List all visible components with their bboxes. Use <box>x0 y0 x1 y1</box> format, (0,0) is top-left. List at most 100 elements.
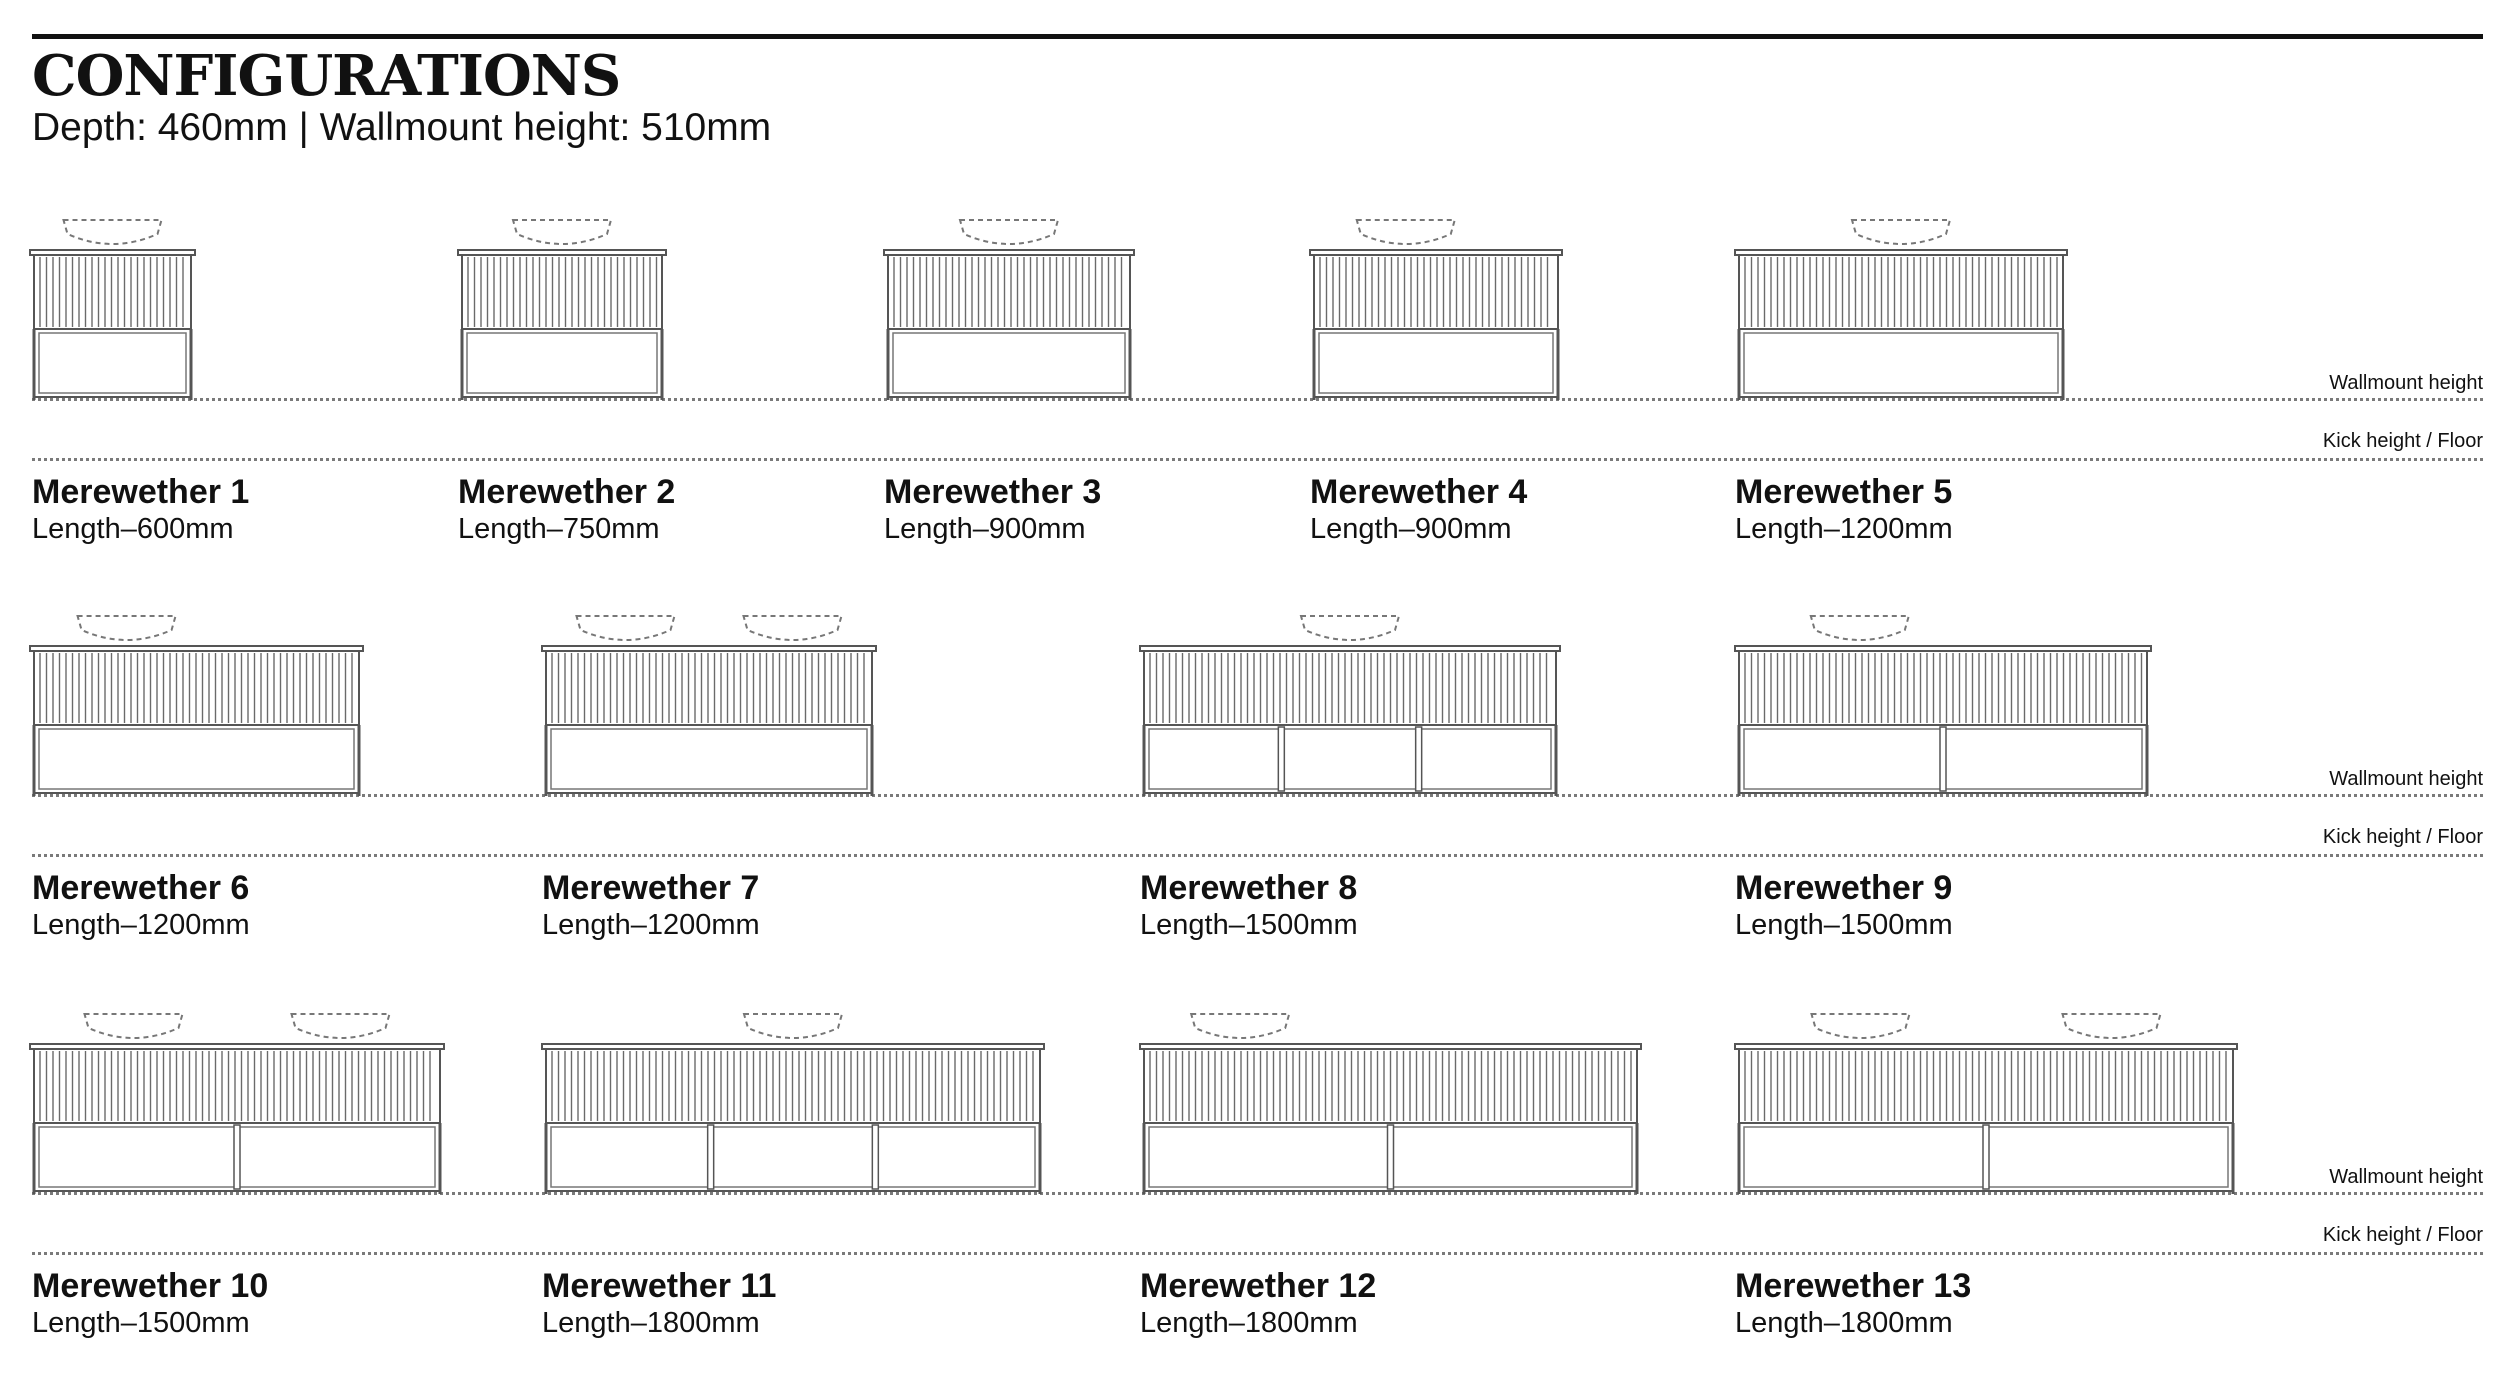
vanity-drawing <box>1734 219 2068 400</box>
configuration-length: Length–900mm <box>884 513 1086 545</box>
vanity-drawing <box>541 615 877 796</box>
configuration-length: Length–600mm <box>32 513 234 545</box>
open-shelf <box>550 728 868 790</box>
wallmount-line <box>32 1192 2483 1195</box>
wallmount-label: Wallmount height <box>2329 768 2483 790</box>
basin-outline <box>958 219 1060 245</box>
vanity-drawing <box>1139 615 1561 796</box>
shelf-divider <box>871 1124 880 1190</box>
open-shelf <box>1148 728 1552 790</box>
shelf-divider <box>1386 1124 1395 1190</box>
wallmount-line <box>32 794 2483 797</box>
fluted-drawer <box>461 254 663 330</box>
open-shelf-frame <box>1143 724 1557 794</box>
configuration-length: Length–1200mm <box>32 909 250 941</box>
basin-outline <box>511 219 613 245</box>
shelf-divider <box>233 1124 241 1190</box>
configuration-length: Length–1800mm <box>1140 1307 1358 1339</box>
basin-outline <box>1299 615 1401 641</box>
basin-outline <box>1189 1013 1291 1039</box>
basin-outline <box>575 615 676 641</box>
configuration-name: Merewether 4 <box>1310 473 1528 511</box>
fluting <box>1149 653 1548 723</box>
shelf-divider <box>1277 726 1286 792</box>
configuration-name: Merewether 10 <box>32 1267 269 1305</box>
configuration-length: Length–1500mm <box>1735 909 1953 941</box>
configuration-name: Merewether 12 <box>1140 1267 1377 1305</box>
vanity-drawing <box>1734 1013 2238 1194</box>
page-subtitle: Depth: 460mm | Wallmount height: 510mm <box>32 106 772 149</box>
open-shelf <box>1318 332 1554 394</box>
fluting <box>1744 1051 2227 1121</box>
fluting <box>1319 257 1549 327</box>
page-title: CONFIGURATIONS <box>32 43 621 109</box>
basin-outline <box>1809 615 1911 641</box>
kick-label: Kick height / Floor <box>2322 826 2483 848</box>
basin-outline <box>1810 1013 1911 1039</box>
shelf-divider <box>1982 1124 1990 1190</box>
fluting <box>551 1051 1034 1121</box>
configuration-length: Length–900mm <box>1310 513 1512 545</box>
vanity-drawing <box>1139 1013 1642 1194</box>
fluted-drawer <box>1738 650 2148 726</box>
configuration-name: Merewether 1 <box>32 473 250 511</box>
kick-label: Kick height / Floor <box>2322 430 2483 452</box>
open-shelf-frame <box>545 1122 1041 1192</box>
open-shelf-frame <box>461 328 663 398</box>
configuration-name: Merewether 3 <box>884 473 1102 511</box>
basin-outline <box>83 1013 184 1039</box>
configuration-name: Merewether 7 <box>542 869 760 907</box>
wallmount-line <box>32 398 2483 401</box>
vanity-drawing <box>1734 615 2152 796</box>
configuration-length: Length–1800mm <box>1735 1307 1953 1339</box>
vanity-drawing <box>541 1013 1045 1194</box>
open-shelf-frame <box>1738 328 2064 398</box>
wallmount-label: Wallmount height <box>2329 1166 2483 1188</box>
configuration-name: Merewether 9 <box>1735 869 1953 907</box>
shelf-divider <box>1939 726 1947 792</box>
configuration-name: Merewether 2 <box>458 473 676 511</box>
vanity-drawing <box>29 615 364 796</box>
open-shelf <box>38 332 187 394</box>
fluting <box>893 257 1123 327</box>
configuration-name: Merewether 8 <box>1140 869 1358 907</box>
vanity-drawing <box>29 1013 445 1194</box>
configuration-name: Merewether 13 <box>1735 1267 1972 1305</box>
top-rule <box>32 34 2483 39</box>
vanity-drawing <box>457 219 667 400</box>
basin-outline <box>62 219 163 245</box>
kick-label: Kick height / Floor <box>2322 1224 2483 1246</box>
open-shelf <box>892 332 1126 394</box>
open-shelf-frame <box>33 328 192 398</box>
configuration-length: Length–1200mm <box>542 909 760 941</box>
fluting <box>39 653 353 723</box>
fluting <box>1744 653 2143 723</box>
basin-outline <box>1850 219 1952 245</box>
vanity-drawing <box>1309 219 1563 400</box>
open-shelf-frame <box>887 328 1131 398</box>
fluting <box>551 653 865 723</box>
configuration-length: Length–1500mm <box>32 1307 250 1339</box>
open-shelf <box>466 332 658 394</box>
open-shelf-frame <box>545 724 873 794</box>
fluted-drawer <box>33 254 192 330</box>
configuration-name: Merewether 11 <box>542 1267 777 1305</box>
configuration-name: Merewether 5 <box>1735 473 1953 511</box>
basin-outline <box>742 615 843 641</box>
vanity-drawing <box>29 219 196 400</box>
basin-outline <box>76 615 177 641</box>
kick-line <box>32 854 2483 857</box>
fluting <box>39 257 184 327</box>
fluted-drawer <box>887 254 1131 330</box>
fluted-drawer <box>33 1048 441 1124</box>
